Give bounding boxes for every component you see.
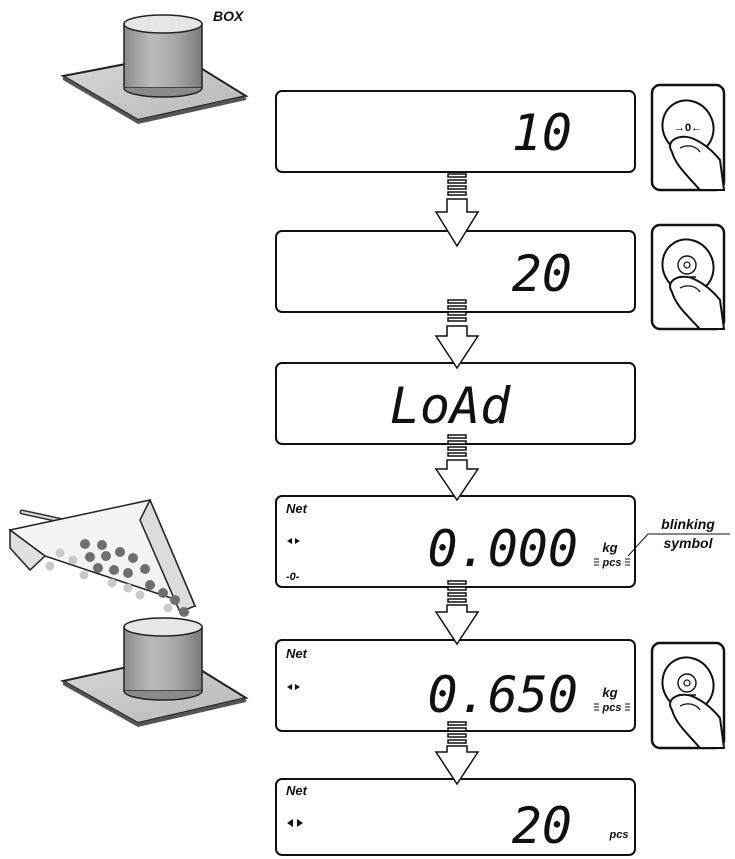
print-enter-key-button[interactable] [650,223,726,331]
display-5-value: 0.650 [427,666,578,724]
blinking-symbol-annotation: blinking symbol [627,516,730,557]
arrow-down-icon [434,721,480,786]
display-4-unit-kg: kg [602,540,617,555]
arrow-down-icon [434,173,480,248]
display-6-value: 20 [512,797,572,855]
display-4: Net -0- 0.000 kg pcs [275,495,636,588]
arrow-down-icon [434,299,480,370]
display-1: 10 [275,90,636,173]
annotation-line2: symbol [663,535,713,551]
zero-icon: →0← [674,122,702,134]
display-2: 20 [275,230,636,313]
display-3: LoAd [275,362,636,445]
display-4-net: Net [286,501,308,516]
finger-icon [669,275,726,330]
scale-with-box-lower [60,617,249,727]
flow-arrows [434,173,480,786]
display-6-net: Net [286,783,308,798]
display-4-zero: -0- [286,571,300,583]
zero-key-button[interactable]: →0← [650,83,726,192]
stability-icon [287,819,303,827]
display-3-value: LoAd [390,377,511,435]
stability-icon [287,538,300,544]
display-4-value: 0.000 [427,520,578,578]
finger-icon [669,135,726,191]
display-5-unit-kg: kg [602,685,617,700]
parts-balls [45,539,189,617]
arrow-down-icon [434,434,480,502]
display-1-value: 10 [512,104,572,162]
parts-scoop-illustration [8,498,197,617]
display-6: Net 20 pcs [275,778,636,856]
stability-icon [287,684,300,690]
blink-marks-icon [594,703,630,711]
arrow-down-icon [434,580,480,646]
display-5-unit-pcs: pcs [602,702,622,714]
display-5: Net 0.650 kg pcs [275,639,636,732]
display-4-unit-pcs: pcs [602,557,622,569]
display-2-value: 20 [512,245,572,303]
finger-icon [669,693,726,749]
scale-with-box: BOX [60,8,249,124]
display-6-unit-pcs: pcs [609,829,629,841]
annotation-line1: blinking [661,516,715,532]
display-5-net: Net [286,646,308,661]
blink-marks-icon [594,558,630,566]
box-label: BOX [213,8,245,24]
print-enter-key-button[interactable] [650,641,726,750]
